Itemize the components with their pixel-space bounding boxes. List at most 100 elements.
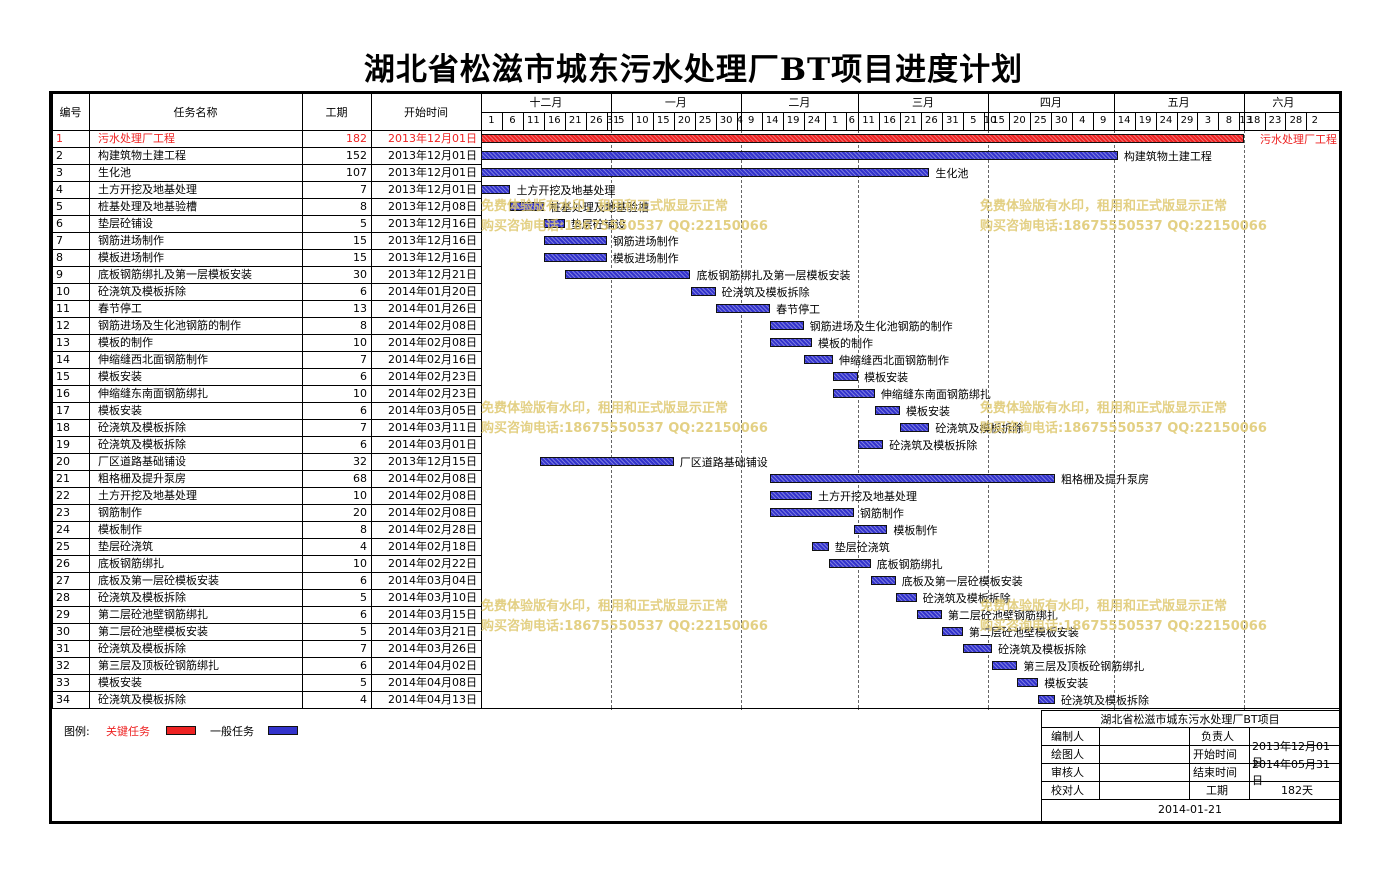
gantt-bar-label: 模板安装 bbox=[864, 371, 909, 384]
day-divider bbox=[1306, 112, 1308, 130]
task-id: 4 bbox=[56, 183, 63, 196]
day-divider bbox=[983, 112, 985, 130]
day-divider bbox=[1176, 112, 1178, 130]
gantt-bar-label: 砼浇筑及模板拆除 bbox=[1061, 694, 1150, 707]
info-drafter-label: 绘图人 bbox=[1051, 748, 1084, 761]
gantt-bar-label: 砼浇筑及模板拆除 bbox=[998, 643, 1087, 656]
legend-normal-label: 一般任务 bbox=[210, 725, 254, 738]
day-divider bbox=[740, 112, 742, 130]
info-project: 湖北省松滋市城东污水处理厂BT项目 bbox=[1100, 712, 1280, 726]
day-label: 10 bbox=[635, 115, 649, 126]
task-name: 垫层砼铺设 bbox=[98, 217, 153, 230]
row-divider bbox=[52, 334, 481, 335]
day-divider bbox=[824, 112, 826, 130]
day-label: 28 bbox=[1289, 115, 1303, 126]
day-divider bbox=[900, 112, 901, 130]
task-name: 模板进场制作 bbox=[98, 251, 164, 264]
task-id: 23 bbox=[56, 506, 70, 519]
day-label: 21 bbox=[904, 115, 917, 126]
day-label: 2 bbox=[1311, 115, 1318, 126]
gantt-bar bbox=[941, 627, 963, 636]
task-duration: 10 bbox=[353, 387, 367, 400]
task-name: 砼浇筑及模板拆除 bbox=[98, 421, 186, 434]
task-name: 模板安装 bbox=[98, 370, 142, 383]
watermark-line2: 购买咨询电话:18675550537 QQ:22150066 bbox=[980, 219, 1267, 234]
task-duration: 7 bbox=[360, 183, 367, 196]
day-divider bbox=[1285, 112, 1287, 130]
gantt-bar bbox=[916, 610, 942, 619]
row-divider bbox=[52, 402, 481, 403]
day-divider bbox=[715, 112, 717, 130]
task-name: 底板钢筋绑扎 bbox=[98, 557, 164, 570]
gantt-bar-label: 钢筋进场制作 bbox=[612, 235, 679, 248]
task-start: 2014年03月15日 bbox=[388, 608, 477, 621]
task-duration: 5 bbox=[360, 676, 367, 689]
gantt-bar bbox=[770, 338, 812, 347]
header-start: 开始时间 bbox=[404, 106, 448, 119]
info-date: 2014-01-21 bbox=[1158, 802, 1222, 816]
gantt-bar bbox=[510, 202, 544, 211]
day-divider bbox=[652, 112, 654, 130]
day-divider bbox=[1050, 112, 1052, 130]
task-id: 10 bbox=[56, 285, 70, 298]
task-duration: 10 bbox=[353, 489, 367, 502]
gantt-bar-label: 底板钢筋绑扎及第一层模板安装 bbox=[696, 269, 851, 282]
month-gridline bbox=[740, 130, 742, 708]
gantt-bar bbox=[858, 440, 884, 449]
task-start: 2014年01月20日 bbox=[388, 285, 477, 298]
task-start: 2014年02月23日 bbox=[388, 370, 477, 383]
day-divider bbox=[845, 112, 847, 130]
task-start: 2014年02月08日 bbox=[388, 319, 477, 332]
task-id: 32 bbox=[56, 659, 70, 672]
day-label: 15 bbox=[656, 115, 670, 126]
row-divider bbox=[52, 521, 481, 522]
task-duration: 7 bbox=[360, 421, 367, 434]
day-label: 11 bbox=[526, 115, 540, 126]
task-id: 3 bbox=[56, 166, 63, 179]
month-gridline bbox=[987, 130, 989, 708]
gantt-bar bbox=[543, 236, 607, 245]
task-id: 22 bbox=[56, 489, 70, 502]
task-duration: 10 bbox=[353, 336, 367, 349]
day-divider bbox=[879, 112, 881, 130]
day-label: 20 bbox=[677, 115, 691, 126]
month-gridline bbox=[1113, 130, 1115, 708]
row-divider bbox=[52, 538, 481, 539]
task-start: 2014年02月23日 bbox=[388, 387, 477, 400]
gantt-bar-label: 底板及第一层砼模板安装 bbox=[901, 575, 1023, 588]
gantt-bar-label: 春节停工 bbox=[776, 303, 821, 316]
row-divider bbox=[52, 215, 481, 216]
row-divider bbox=[52, 657, 481, 658]
day-divider bbox=[1239, 112, 1241, 130]
task-id: 12 bbox=[56, 319, 70, 332]
info-duration: 182天 bbox=[1281, 784, 1313, 797]
day-divider bbox=[1218, 112, 1220, 130]
day-label: 8 bbox=[1225, 115, 1233, 126]
gantt-bar bbox=[853, 525, 888, 534]
legend-critical-label: 关键任务 bbox=[106, 725, 150, 738]
row-divider bbox=[52, 504, 481, 505]
task-start: 2014年04月13日 bbox=[388, 693, 477, 706]
task-duration: 20 bbox=[353, 506, 367, 519]
info-end-label: 结束时间 bbox=[1193, 766, 1237, 779]
month-gridline bbox=[740, 708, 742, 710]
task-id: 15 bbox=[56, 370, 70, 383]
task-id: 33 bbox=[56, 676, 70, 689]
row-divider bbox=[52, 572, 481, 573]
task-id: 8 bbox=[56, 251, 63, 264]
day-divider bbox=[987, 112, 989, 130]
gantt-bar-label: 砼浇筑及模板拆除 bbox=[889, 439, 978, 452]
day-divider bbox=[585, 112, 587, 130]
day-divider bbox=[631, 112, 633, 130]
gantt-bar bbox=[900, 423, 930, 432]
month-gridline bbox=[1113, 708, 1115, 710]
gantt-bar bbox=[481, 151, 1118, 160]
day-divider bbox=[610, 112, 612, 130]
task-id: 11 bbox=[56, 302, 70, 315]
row-divider bbox=[52, 283, 481, 284]
task-start: 2014年02月08日 bbox=[388, 336, 477, 349]
day-divider bbox=[1134, 112, 1136, 130]
task-duration: 32 bbox=[353, 455, 367, 468]
task-name: 生化池 bbox=[98, 166, 131, 179]
task-id: 19 bbox=[56, 438, 70, 451]
